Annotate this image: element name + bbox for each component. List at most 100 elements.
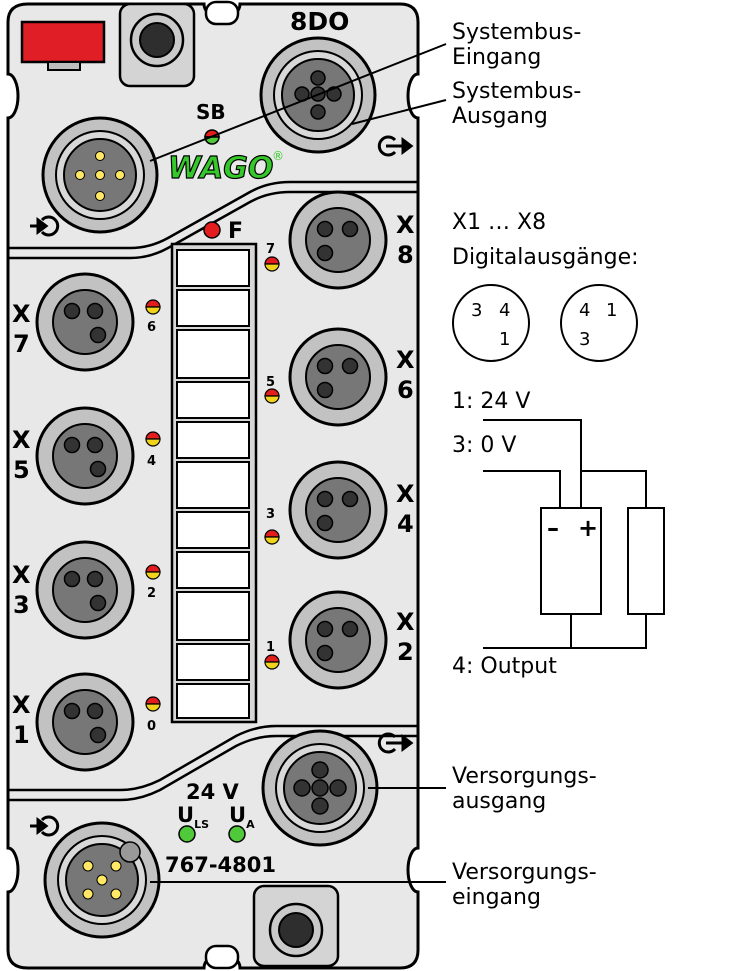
- label-strip: [176, 329, 250, 379]
- svg-text:3: 3: [579, 329, 590, 350]
- connector-pin: [89, 326, 107, 344]
- connector-pin: [63, 702, 81, 720]
- uls-label: ULS: [177, 803, 209, 831]
- connector-pin: [341, 490, 359, 508]
- label-strip: [176, 461, 250, 509]
- pin1-label: 1: 24 V: [452, 389, 531, 414]
- connector-letter: X: [12, 300, 31, 328]
- channel-number: 7: [266, 242, 275, 257]
- f-led: [203, 221, 221, 239]
- uls-led: [178, 825, 196, 843]
- connector-pin: [341, 357, 359, 375]
- connector-pin: [316, 620, 334, 638]
- port-out-icon: [377, 135, 414, 157]
- supply-out-label: Versorgungs-ausgang: [452, 764, 597, 814]
- channel-number: 4: [147, 454, 156, 469]
- label-strip: [176, 683, 250, 719]
- connector-pin: [89, 594, 107, 612]
- channel-number: 3: [266, 507, 275, 522]
- plus-sign: +: [578, 514, 598, 542]
- connector-x5: X5 4: [12, 406, 161, 506]
- connector-face: [52, 557, 118, 623]
- ua-led: [228, 825, 246, 843]
- svg-text:1: 1: [499, 329, 510, 350]
- channel-number: 2: [147, 586, 156, 601]
- connector-pin: [89, 460, 107, 478]
- label-strip: [176, 643, 250, 681]
- wiring-diagram: [483, 419, 665, 649]
- screw-bottom: [252, 884, 340, 968]
- connector-x7: X76: [12, 272, 161, 372]
- connector-digit: 8: [397, 241, 414, 269]
- pinout-right: 4 1 3: [560, 284, 638, 362]
- pin3-label: 3: 0 V: [452, 433, 517, 458]
- connector-pin: [316, 357, 334, 375]
- channel-led-yellow: [264, 661, 280, 670]
- minus-sign: –: [547, 514, 559, 542]
- supply-in-label: Versorgungs-eingang: [452, 860, 597, 910]
- connector-x4: X4 3: [264, 460, 415, 560]
- connector-face: [305, 344, 371, 410]
- connector-pin: [316, 514, 334, 532]
- systembus-in-label: Systembus-Eingang: [452, 20, 582, 70]
- connector-pin: [316, 490, 334, 508]
- connector-letter: X: [12, 691, 31, 719]
- connector-digit: 2: [397, 638, 414, 666]
- connector-face: [52, 423, 118, 489]
- pinout-left: 3 4 1: [452, 284, 530, 362]
- connector-x8: X8 7: [264, 190, 415, 290]
- callout-lines: [149, 43, 447, 883]
- red-tab: [20, 20, 106, 71]
- connector-letter: X: [396, 346, 415, 374]
- connector-pin: [63, 302, 81, 320]
- connector-x2: X21: [264, 590, 415, 690]
- outputs-title-label: Digitalausgänge:: [452, 245, 639, 270]
- label-strip: [176, 289, 250, 327]
- outputs-range-label: X1 … X8: [452, 210, 547, 235]
- voltage-label: 24 V: [186, 780, 240, 804]
- connector-face: [305, 207, 371, 273]
- supply-in-connector: [43, 821, 161, 939]
- screw-top: [118, 2, 196, 88]
- connector-face: [305, 477, 371, 543]
- connector-digit: 3: [13, 591, 30, 619]
- ua-label: UA: [229, 803, 255, 831]
- connector-pin: [316, 244, 334, 262]
- connector-pin: [86, 436, 104, 454]
- connector-pin: [316, 381, 334, 399]
- f-label: F: [228, 219, 243, 244]
- connector-face: [52, 289, 118, 355]
- port-in-icon: [30, 815, 60, 837]
- svg-text:4: 4: [499, 300, 510, 321]
- connector-letter: X: [396, 211, 415, 239]
- sb-label: SB: [196, 100, 226, 124]
- pin4-label: 4: Output: [452, 654, 557, 679]
- channel-number: 1: [266, 640, 275, 655]
- connector-x1: X1 0: [12, 672, 161, 772]
- connector-face: [305, 607, 371, 673]
- connector-digit: 1: [13, 721, 30, 749]
- connector-letter: X: [396, 480, 415, 508]
- connector-digit: 5: [13, 456, 30, 484]
- label-strip: [176, 421, 250, 459]
- connector-letter: X: [12, 426, 31, 454]
- connector-pin: [316, 220, 334, 238]
- svg-text:1: 1: [606, 300, 617, 321]
- registered-mark: ®: [272, 149, 284, 163]
- wago-logo: WAGO: [168, 151, 273, 186]
- connector-digit: 4: [397, 510, 414, 538]
- channel-number: 0: [147, 719, 156, 734]
- connector-pin: [341, 620, 359, 638]
- svg-text:3: 3: [471, 300, 482, 321]
- label-strip: [176, 551, 250, 589]
- channel-led-yellow: [264, 395, 280, 404]
- label-strip: [176, 511, 250, 549]
- label-strips: [176, 249, 250, 719]
- connector-pin: [86, 302, 104, 320]
- port-out-icon: [377, 732, 414, 754]
- article-number: 767-4801: [165, 853, 276, 877]
- connector-face: [52, 689, 118, 755]
